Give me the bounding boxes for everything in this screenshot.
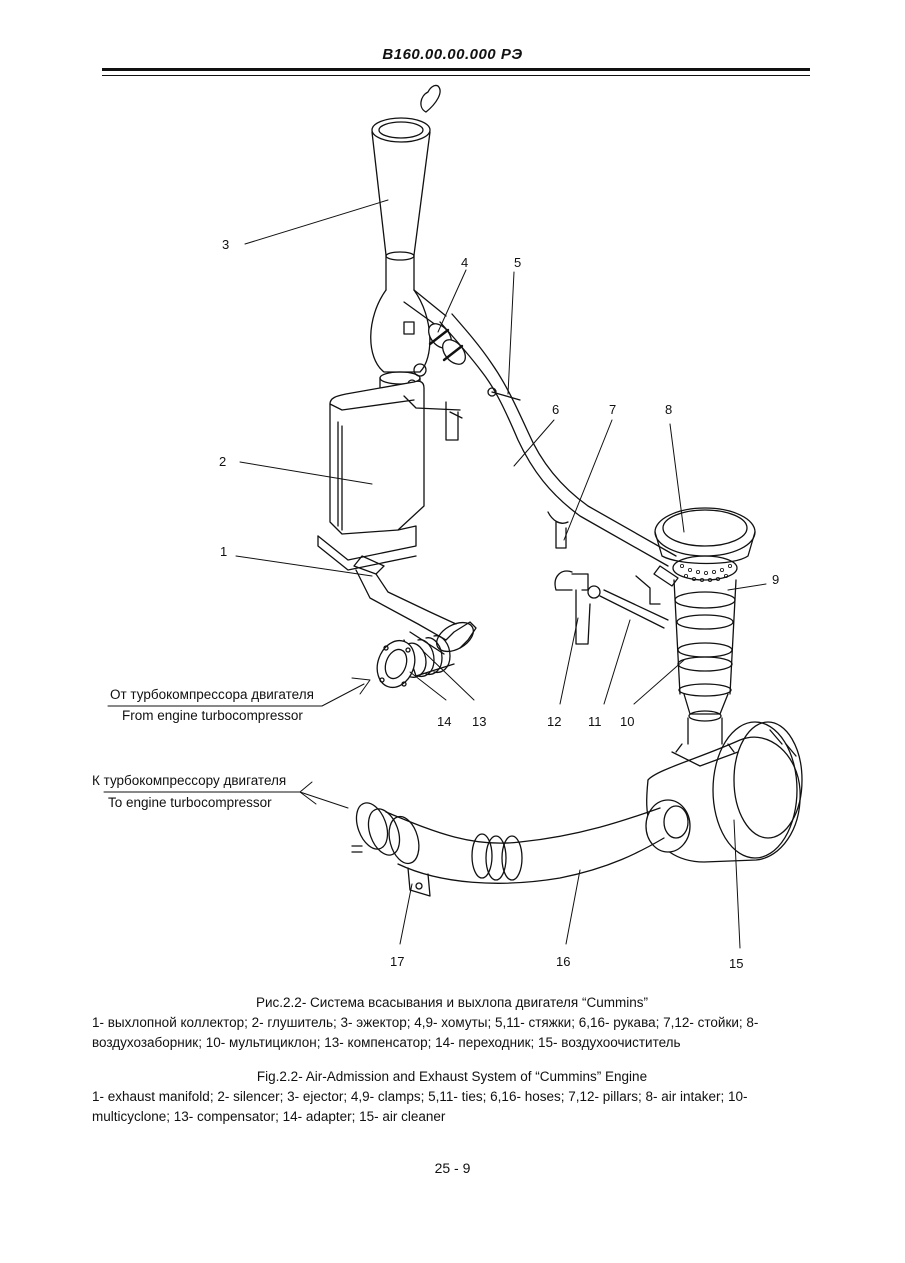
callout-12: 12 <box>547 714 561 729</box>
label-to-ru: К турбокомпрессору двигателя <box>92 773 287 788</box>
callout-6: 6 <box>552 402 559 417</box>
silencer-part <box>317 380 463 571</box>
label-from-ru: От турбокомпрессора двигателя <box>110 687 314 702</box>
label-to-en: To engine turbocompressor <box>108 795 272 810</box>
header-rule-thick <box>102 68 810 71</box>
exhaust-manifold-part <box>353 555 477 689</box>
caption-en-legend: 1- exhaust manifold; 2- silencer; 3- eje… <box>92 1089 748 1124</box>
callout-17: 17 <box>390 954 404 969</box>
callout-3: 3 <box>222 237 229 252</box>
header-rule-thin <box>102 75 810 76</box>
callout-14: 14 <box>437 714 451 729</box>
label-from-en: From engine turbocompressor <box>122 708 303 723</box>
ejector-part <box>370 84 447 399</box>
callout-15: 15 <box>729 956 743 971</box>
page-number: 25 - 9 <box>434 1160 471 1176</box>
callout-5: 5 <box>514 255 521 270</box>
callout-7: 7 <box>609 402 616 417</box>
callout-10: 10 <box>620 714 634 729</box>
callout-16: 16 <box>556 954 570 969</box>
callout-8: 8 <box>665 402 672 417</box>
hose-lower-part <box>351 802 665 897</box>
caption-ru: Рис.2.2- Система всасывания и выхлопа дв… <box>92 993 812 1053</box>
caption-ru-legend: 1- выхлопной коллектор; 2- глушитель; 3-… <box>92 1015 759 1050</box>
pillar-and-tie-part <box>554 570 669 645</box>
callout-9: 9 <box>772 572 779 587</box>
hose-upper-part <box>428 313 679 587</box>
callout-4: 4 <box>461 255 468 270</box>
callout-11: 11 <box>588 714 602 729</box>
callout-2: 2 <box>219 454 226 469</box>
document-code: В160.00.00.000 РЭ <box>382 46 523 63</box>
leader-lines <box>103 199 767 949</box>
caption-en-title: Fig.2.2- Air-Admission and Exhaust Syste… <box>256 1069 648 1084</box>
callout-13: 13 <box>472 714 486 729</box>
caption-en: Fig.2.2- Air-Admission and Exhaust Syste… <box>92 1067 812 1127</box>
air-cleaner-part <box>645 721 803 863</box>
air-intake-part <box>654 507 756 767</box>
callout-numbers: 3 2 1 4 5 6 7 8 9 10 11 12 13 14 15 16 1… <box>219 237 779 971</box>
callout-1: 1 <box>220 544 227 559</box>
caption-ru-title: Рис.2.2- Система всасывания и выхлопа дв… <box>256 995 648 1010</box>
